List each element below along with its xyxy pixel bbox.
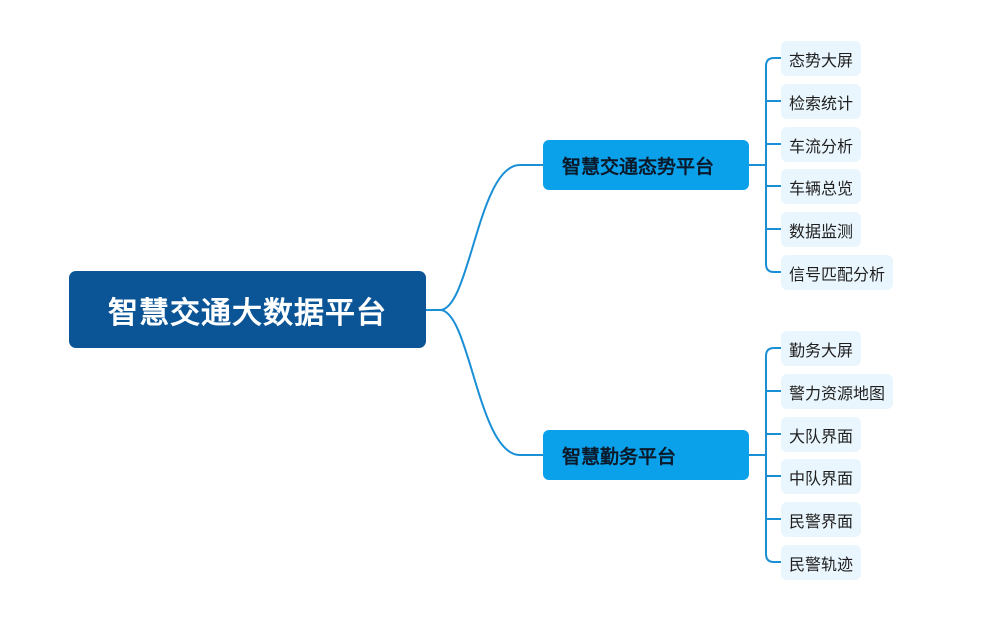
leaf-node[interactable]: 车辆总览 bbox=[781, 169, 862, 204]
root-node-label: 智慧交通大数据平台 bbox=[108, 295, 387, 331]
leaf-node[interactable]: 信号匹配分析 bbox=[781, 255, 894, 290]
branch-node-traffic-situation-platform[interactable]: 智慧交通态势平台 bbox=[543, 140, 749, 190]
leaf-node-label: 检索统计 bbox=[789, 93, 854, 113]
leaf-node-label: 民警轨迹 bbox=[789, 554, 854, 574]
leaf-node-label: 民警界面 bbox=[789, 511, 854, 531]
leaf-node-label: 信号匹配分析 bbox=[789, 264, 886, 284]
leaf-node[interactable]: 态势大屏 bbox=[781, 41, 862, 76]
leaf-node-label: 车辆总览 bbox=[789, 178, 854, 198]
leaf-node-label: 勤务大屏 bbox=[789, 340, 854, 360]
leaf-node-label: 态势大屏 bbox=[789, 50, 854, 70]
connector-branch-1-spine bbox=[765, 57, 782, 273]
connector-branch-2-spine bbox=[765, 347, 782, 563]
leaf-node[interactable]: 警力资源地图 bbox=[781, 374, 894, 409]
branch-node-label: 智慧交通态势平台 bbox=[562, 155, 715, 178]
leaf-node-label: 大队界面 bbox=[789, 426, 854, 446]
leaf-node-label: 警力资源地图 bbox=[789, 383, 886, 403]
leaf-node[interactable]: 检索统计 bbox=[781, 84, 862, 119]
leaf-node[interactable]: 车流分析 bbox=[781, 127, 862, 162]
leaf-node[interactable]: 数据监测 bbox=[781, 212, 862, 247]
branch-node-duty-platform[interactable]: 智慧勤务平台 bbox=[543, 430, 749, 480]
connector-root-branch-2 bbox=[425, 309, 544, 456]
branch-node-label: 智慧勤务平台 bbox=[562, 445, 677, 468]
connector-root-branch-1 bbox=[425, 164, 544, 311]
leaf-node[interactable]: 大队界面 bbox=[781, 417, 862, 452]
leaf-node-label: 车流分析 bbox=[789, 136, 854, 156]
leaf-node[interactable]: 勤务大屏 bbox=[781, 331, 862, 366]
leaf-node[interactable]: 中队界面 bbox=[781, 459, 862, 494]
leaf-node[interactable]: 民警轨迹 bbox=[781, 545, 862, 580]
leaf-node[interactable]: 民警界面 bbox=[781, 502, 862, 537]
leaf-node-label: 数据监测 bbox=[789, 221, 854, 241]
root-node[interactable]: 智慧交通大数据平台 bbox=[69, 271, 426, 348]
leaf-node-label: 中队界面 bbox=[789, 468, 854, 488]
